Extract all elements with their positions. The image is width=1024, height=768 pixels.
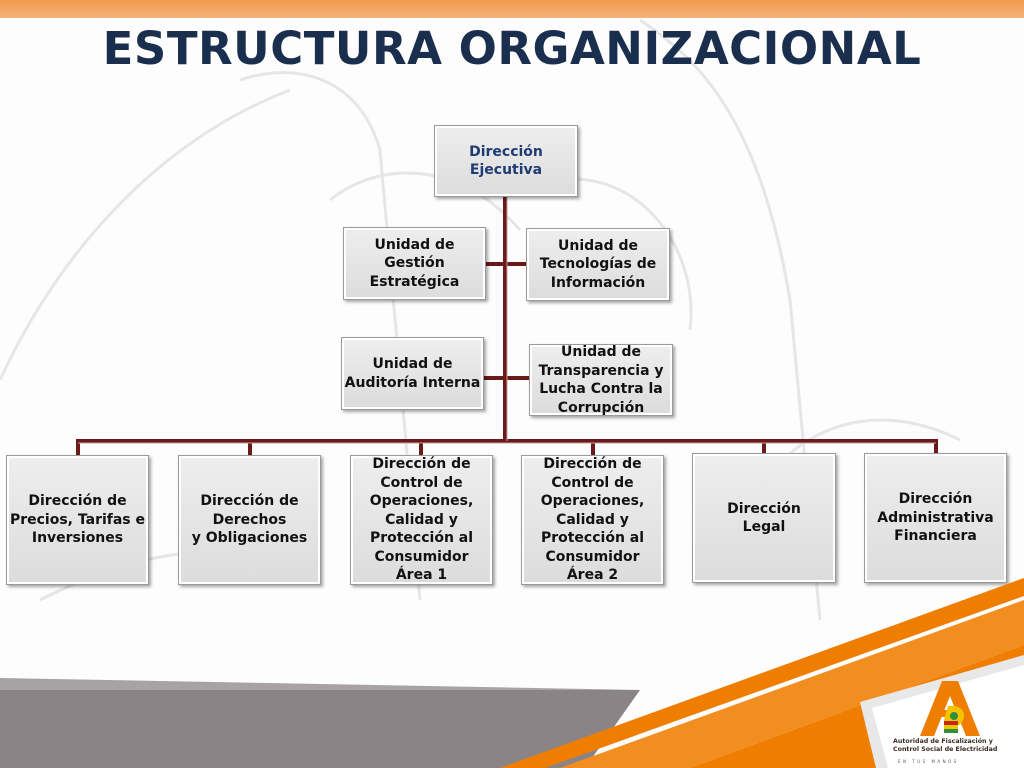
top-orange-band [0,0,1024,18]
box-direccion-derechos-obligaciones: Dirección de Derechos y Obligaciones [178,455,321,585]
box-unidad-gestion-estrategica: Unidad de Gestión Estratégica [343,227,486,300]
box-direccion-legal: Dirección Legal [692,453,836,583]
aetn-logo-icon [920,681,980,736]
logo-motto: EN TUS MANOS [898,759,959,764]
box-direccion-precios-tarifas: Dirección de Precios, Tarifas e Inversio… [6,455,149,585]
box-unidad-auditoria-interna: Unidad de Auditoría Interna [341,337,484,410]
box-direccion-administrativa-financiera: Dirección Administrativa Financiera [864,453,1007,583]
page-title: ESTRUCTURA ORGANIZACIONAL [102,22,922,75]
box-unidad-transparencia: Unidad de Transparencia y Lucha Contra l… [529,344,673,416]
logo-text: Autoridad de Fiscalización y Control Soc… [893,738,998,753]
box-unidad-tecnologias-informacion: Unidad de Tecnologías de Información [526,228,670,301]
box-direccion-control-area-1: Dirección de Control de Operaciones, Cal… [350,455,493,585]
box-direccion-ejecutiva: Dirección Ejecutiva [434,125,578,197]
box-direccion-control-area-2: Dirección de Control de Operaciones, Cal… [521,455,664,585]
